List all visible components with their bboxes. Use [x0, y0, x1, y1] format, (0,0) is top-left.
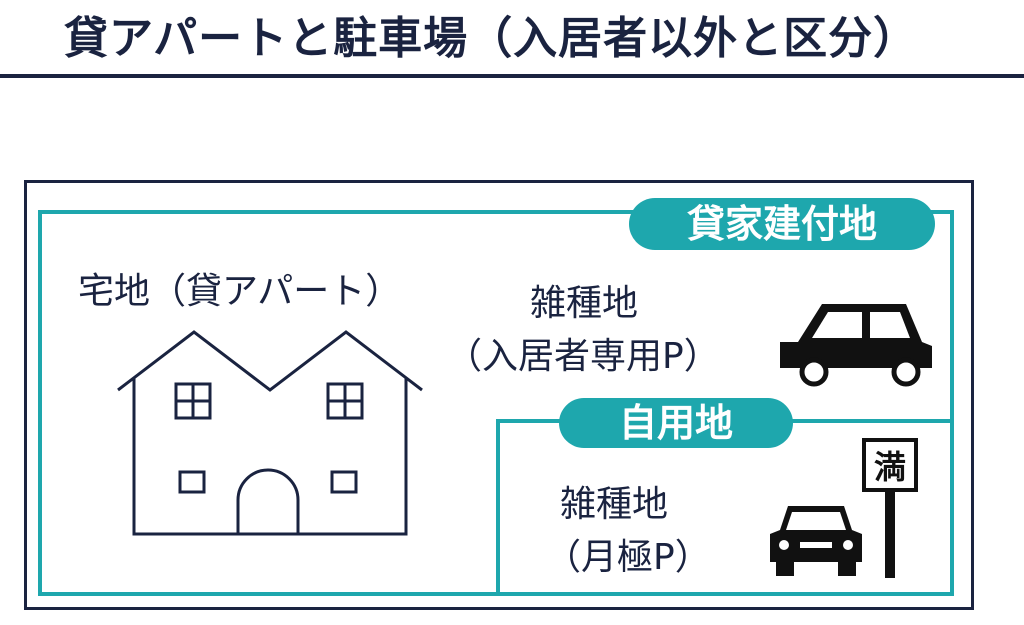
- takuchi-label: 宅地（貸アパート）: [78, 271, 402, 312]
- zasshu-label-monthly: 雑種地: [560, 484, 669, 525]
- diagram-outer-frame: [24, 180, 974, 610]
- zasshu-label-tenant: 雑種地: [530, 283, 639, 324]
- house-icon: [117, 330, 423, 536]
- car-side-icon: [780, 304, 932, 387]
- zasshu-sub-monthly: （月極P）: [545, 537, 711, 578]
- zasshu-sub-tenant: （入居者専用P）: [446, 336, 720, 377]
- page-title: 貸アパートと駐車場（入居者以外と区分）: [64, 13, 919, 64]
- full-sign-text: 満: [874, 448, 906, 486]
- kashiya-badge: 貸家建付地: [629, 198, 935, 250]
- title-divider: [0, 74, 1024, 78]
- parking-sign-icon: 満: [862, 438, 918, 578]
- car-front-icon: [770, 506, 862, 576]
- jiyo-badge: 自用地: [559, 398, 793, 448]
